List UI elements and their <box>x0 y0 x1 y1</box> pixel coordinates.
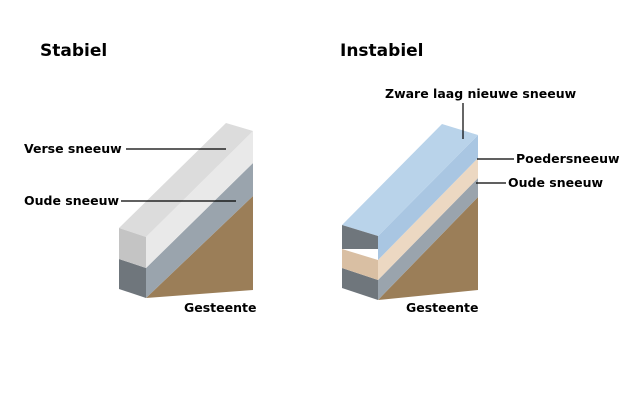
unstable-block <box>342 124 478 300</box>
unstable-heavy-snow-top <box>342 124 478 236</box>
unstable-old-snow-front <box>342 268 378 300</box>
unstable-heading: Instabiel <box>340 41 424 61</box>
stable-old-snow-label: Oude sneeuw <box>24 193 119 208</box>
stable-fresh-snow-top <box>119 123 253 237</box>
stable-old-snow-face <box>146 163 253 298</box>
stable-fresh-snow-face <box>146 131 253 268</box>
unstable-heavy-snow-label: Zware laag nieuwe sneeuw <box>385 86 577 101</box>
stable-block <box>119 123 253 298</box>
stable-fresh-snow-front <box>119 228 146 268</box>
unstable-heavy-snow-face <box>378 135 478 260</box>
stable-heading: Stabiel <box>40 41 107 61</box>
unstable-powder-label: Poedersneeuw <box>516 151 620 166</box>
unstable-old-snow-label: Oude sneeuw <box>508 175 603 190</box>
unstable-old-snow-face <box>378 178 478 300</box>
unstable-heavy-snow-front <box>342 225 378 249</box>
stable-old-snow-front <box>119 259 146 298</box>
unstable-powder-face <box>378 158 478 280</box>
stable-rock-label: Gesteente <box>184 300 256 315</box>
unstable-rock-label: Gesteente <box>406 300 478 315</box>
unstable-powder-front <box>342 249 378 280</box>
stable-fresh-snow-label: Verse sneeuw <box>24 141 122 156</box>
